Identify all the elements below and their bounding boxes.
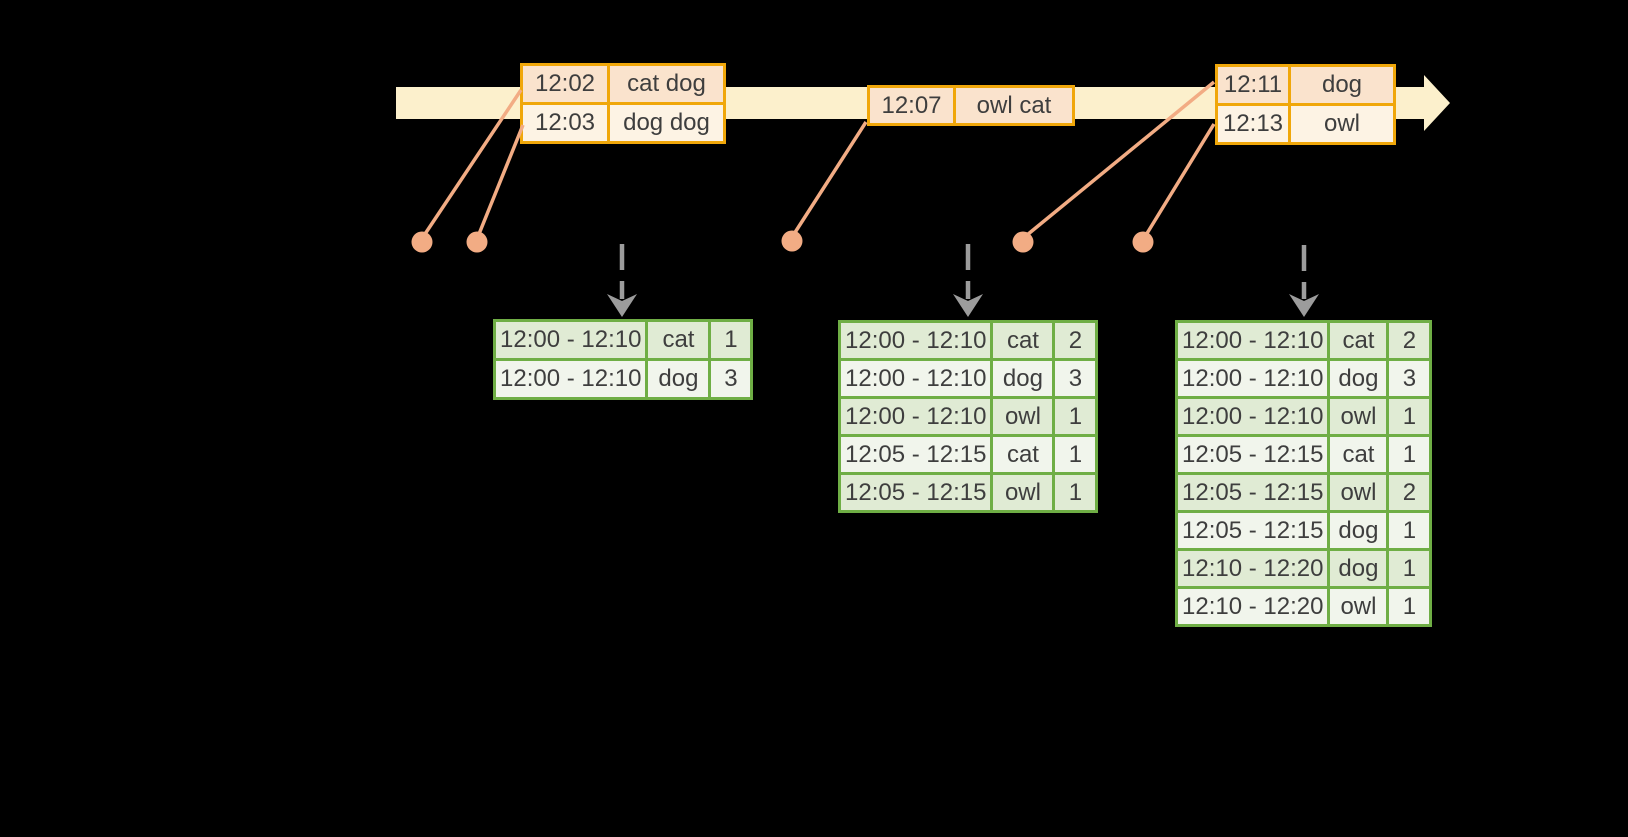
result-table-2: 12:00 - 12:10 cat 2 12:00 - 12:10 dog 3 … xyxy=(837,320,1099,513)
cell-count: 1 xyxy=(1386,396,1433,437)
cell-event-words: dog dog xyxy=(607,102,726,144)
cell-count: 1 xyxy=(1052,472,1099,513)
event-leader-line xyxy=(1144,123,1216,236)
cell-word: owl xyxy=(1327,472,1390,513)
table-row: 12:05 - 12:15 cat 1 xyxy=(1174,434,1433,475)
input-table-1: 12:02 cat dog 12:03 dog dog xyxy=(520,63,726,144)
trigger-arrowhead-icon xyxy=(607,294,637,317)
cell-event-time: 12:07 xyxy=(867,85,956,126)
input-table-2: 12:07 owl cat xyxy=(867,85,1075,126)
table-row: 12:00 - 12:10 cat 2 xyxy=(837,320,1099,361)
cell-count: 1 xyxy=(1386,434,1433,475)
cell-event-time: 12:11 xyxy=(1215,64,1291,106)
cell-event-time: 12:03 xyxy=(520,102,610,144)
table-row: 12:13 owl xyxy=(1215,103,1396,145)
cell-count: 3 xyxy=(708,358,754,400)
trigger-arrowhead-icon xyxy=(1289,294,1319,317)
cell-word: cat xyxy=(990,434,1056,475)
table-row: 12:05 - 12:15 owl 2 xyxy=(1174,472,1433,513)
table-row: 12:11 dog xyxy=(1215,64,1396,106)
cell-word: dog xyxy=(990,358,1056,399)
cell-window: 12:05 - 12:15 xyxy=(1174,472,1331,513)
cell-event-words: owl xyxy=(1288,103,1396,145)
event-dot-icon xyxy=(1012,231,1034,253)
input-table-3: 12:11 dog 12:13 owl xyxy=(1215,64,1396,145)
cell-word: cat xyxy=(990,320,1056,361)
cell-word: dog xyxy=(1327,548,1390,589)
event-leader-line xyxy=(477,124,525,235)
cell-window: 12:05 - 12:15 xyxy=(1174,510,1331,551)
cell-window: 12:00 - 12:10 xyxy=(837,320,994,361)
cell-word: cat xyxy=(1327,434,1390,475)
table-row: 12:00 - 12:10 dog 3 xyxy=(837,358,1099,399)
cell-count: 1 xyxy=(1052,434,1099,475)
table-row: 12:10 - 12:20 owl 1 xyxy=(1174,586,1433,627)
table-row: 12:10 - 12:20 dog 1 xyxy=(1174,548,1433,589)
cell-event-words: cat dog xyxy=(607,63,726,105)
cell-count: 2 xyxy=(1052,320,1099,361)
cell-window: 12:10 - 12:20 xyxy=(1174,548,1331,589)
table-row: 12:00 - 12:10 owl 1 xyxy=(837,396,1099,437)
table-row: 12:00 - 12:10 cat 1 xyxy=(492,319,754,361)
table-row: 12:03 dog dog xyxy=(520,102,726,144)
event-dot-icon xyxy=(466,231,488,253)
cell-window: 12:10 - 12:20 xyxy=(1174,586,1331,627)
cell-window: 12:00 - 12:10 xyxy=(492,319,649,361)
table-row: 12:00 - 12:10 dog 3 xyxy=(1174,358,1433,399)
cell-event-time: 12:02 xyxy=(520,63,610,105)
cell-window: 12:00 - 12:10 xyxy=(1174,396,1331,437)
event-leader-line xyxy=(792,121,868,235)
cell-window: 12:05 - 12:15 xyxy=(837,472,994,513)
cell-count: 1 xyxy=(1386,586,1433,627)
cell-count: 3 xyxy=(1386,358,1433,399)
cell-window: 12:05 - 12:15 xyxy=(1174,434,1331,475)
cell-word: owl xyxy=(1327,396,1390,437)
event-leader-line xyxy=(423,89,523,235)
cell-word: cat xyxy=(1327,320,1390,361)
cell-window: 12:00 - 12:10 xyxy=(837,396,994,437)
cell-count: 1 xyxy=(708,319,754,361)
cell-count: 1 xyxy=(1052,396,1099,437)
cell-window: 12:00 - 12:10 xyxy=(837,358,994,399)
table-row: 12:02 cat dog xyxy=(520,63,726,105)
cell-count: 3 xyxy=(1052,358,1099,399)
cell-count: 1 xyxy=(1386,510,1433,551)
table-row: 12:05 - 12:15 dog 1 xyxy=(1174,510,1433,551)
cell-word: owl xyxy=(990,396,1056,437)
cell-count: 2 xyxy=(1386,472,1433,513)
table-row: 12:05 - 12:15 owl 1 xyxy=(837,472,1099,513)
cell-event-time: 12:13 xyxy=(1215,103,1291,145)
trigger-arrowhead-icon xyxy=(953,294,983,317)
cell-window: 12:00 - 12:10 xyxy=(1174,320,1331,361)
event-dot-icon xyxy=(1132,231,1154,253)
cell-window: 12:00 - 12:10 xyxy=(1174,358,1331,399)
result-table-3: 12:00 - 12:10 cat 2 12:00 - 12:10 dog 3 … xyxy=(1174,320,1433,627)
cell-word: dog xyxy=(1327,358,1390,399)
cell-event-words: dog xyxy=(1288,64,1396,106)
cell-word: owl xyxy=(1327,586,1390,627)
event-dot-icon xyxy=(411,231,433,253)
cell-event-words: owl cat xyxy=(953,85,1075,126)
result-table-1: 12:00 - 12:10 cat 1 12:00 - 12:10 dog 3 xyxy=(492,319,754,400)
event-dot-icon xyxy=(781,230,803,252)
cell-count: 1 xyxy=(1386,548,1433,589)
table-row: 12:05 - 12:15 cat 1 xyxy=(837,434,1099,475)
cell-word: cat xyxy=(645,319,712,361)
cell-window: 12:00 - 12:10 xyxy=(492,358,649,400)
table-row: 12:00 - 12:10 owl 1 xyxy=(1174,396,1433,437)
cell-word: dog xyxy=(1327,510,1390,551)
cell-count: 2 xyxy=(1386,320,1433,361)
cell-word: dog xyxy=(645,358,712,400)
table-row: 12:07 owl cat xyxy=(867,85,1075,126)
cell-word: owl xyxy=(990,472,1056,513)
table-row: 12:00 - 12:10 cat 2 xyxy=(1174,320,1433,361)
table-row: 12:00 - 12:10 dog 3 xyxy=(492,358,754,400)
cell-window: 12:05 - 12:15 xyxy=(837,434,994,475)
